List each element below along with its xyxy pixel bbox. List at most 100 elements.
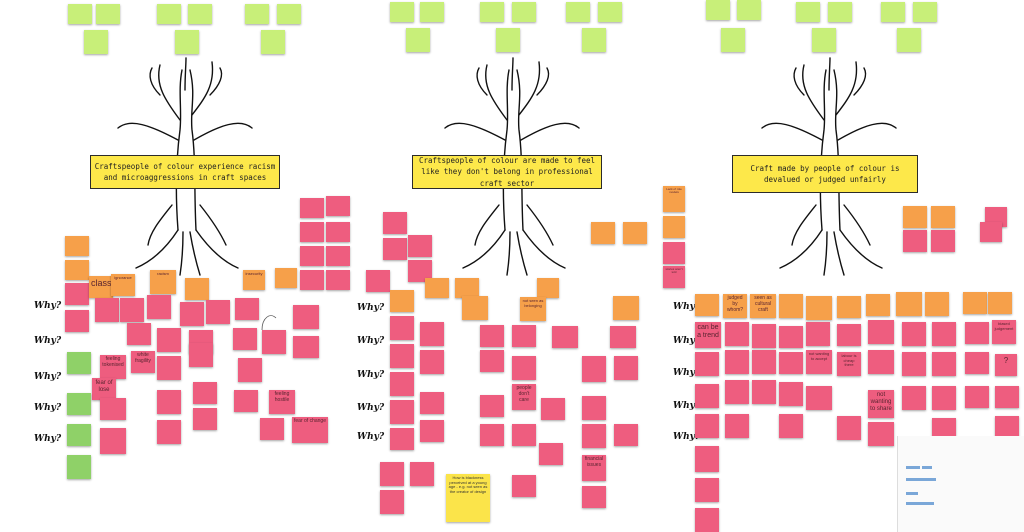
- sticky-note[interactable]: [582, 486, 606, 508]
- sticky-note[interactable]: [383, 238, 407, 260]
- sticky-note[interactable]: [695, 294, 719, 316]
- sticky-note[interactable]: [779, 382, 803, 406]
- sticky-note[interactable]: [157, 420, 181, 444]
- sticky-note[interactable]: [300, 246, 324, 266]
- sticky-note[interactable]: [480, 2, 504, 22]
- sticky-note[interactable]: [425, 278, 449, 298]
- sticky-note[interactable]: [995, 386, 1019, 408]
- sticky-note[interactable]: [127, 323, 151, 345]
- sticky-note[interactable]: [695, 478, 719, 502]
- sticky-note-not-belonging[interactable]: not seen as belonging: [520, 297, 546, 321]
- sticky-note[interactable]: [541, 398, 565, 420]
- comment-panel[interactable]: [897, 436, 1024, 532]
- sticky-note[interactable]: [180, 302, 204, 326]
- sticky-note[interactable]: [582, 28, 606, 52]
- sticky-note[interactable]: [903, 206, 927, 228]
- sticky-note[interactable]: [752, 380, 776, 404]
- sticky-note[interactable]: [67, 455, 91, 479]
- sticky-note[interactable]: [455, 278, 479, 298]
- sticky-note[interactable]: [512, 325, 536, 347]
- sticky-note[interactable]: [512, 424, 536, 446]
- sticky-note[interactable]: [903, 230, 927, 252]
- sticky-note[interactable]: [896, 292, 922, 316]
- sticky-note[interactable]: [695, 384, 719, 408]
- sticky-note[interactable]: [390, 290, 414, 312]
- sticky-note[interactable]: [932, 352, 956, 376]
- sticky-note[interactable]: [157, 328, 181, 352]
- sticky-note-labour-cheap[interactable]: labour is cheap there: [837, 352, 861, 376]
- sticky-note-insecurity[interactable]: insecurity: [243, 270, 265, 290]
- sticky-note[interactable]: [420, 322, 444, 346]
- sticky-note-ignorance[interactable]: ignorance: [111, 274, 135, 296]
- sticky-note[interactable]: [837, 416, 861, 440]
- sticky-note[interactable]: [931, 230, 955, 252]
- sticky-note[interactable]: [462, 296, 488, 320]
- sticky-note[interactable]: [366, 270, 390, 292]
- sticky-note[interactable]: [408, 260, 432, 282]
- sticky-note[interactable]: [390, 316, 414, 340]
- sticky-note[interactable]: [157, 4, 181, 24]
- sticky-note[interactable]: [234, 390, 258, 412]
- sticky-note[interactable]: [695, 508, 719, 532]
- sticky-note[interactable]: [965, 386, 989, 408]
- sticky-note-blackness-question[interactable]: How is blackness perceived at a young ag…: [446, 474, 490, 522]
- sticky-note[interactable]: [65, 283, 89, 305]
- sticky-note[interactable]: [84, 30, 108, 54]
- sticky-note[interactable]: [390, 400, 414, 424]
- sticky-note[interactable]: [120, 298, 144, 322]
- sticky-note[interactable]: [157, 356, 181, 380]
- sticky-note-class[interactable]: class: [89, 276, 113, 298]
- sticky-note[interactable]: [806, 386, 832, 410]
- sticky-note[interactable]: [100, 428, 126, 454]
- sticky-note[interactable]: [932, 386, 956, 410]
- sticky-note[interactable]: [380, 462, 404, 486]
- sticky-note[interactable]: [260, 418, 284, 440]
- sticky-note-not-accept[interactable]: not wanting to accept: [806, 350, 832, 374]
- sticky-note[interactable]: [480, 325, 504, 347]
- sticky-note[interactable]: [175, 30, 199, 54]
- sticky-note[interactable]: [185, 278, 209, 300]
- sticky-note[interactable]: [480, 350, 504, 372]
- sticky-note[interactable]: [796, 2, 820, 22]
- sticky-note[interactable]: [537, 278, 559, 298]
- sticky-note[interactable]: [65, 310, 89, 332]
- sticky-note[interactable]: [779, 414, 803, 438]
- sticky-note-feeling-hostile[interactable]: feeling hostile: [269, 390, 295, 414]
- sticky-note[interactable]: [293, 305, 319, 329]
- sticky-note[interactable]: [582, 424, 606, 448]
- sticky-note[interactable]: [193, 382, 217, 404]
- sticky-note[interactable]: [725, 322, 749, 346]
- sticky-note[interactable]: [65, 260, 89, 280]
- sticky-note[interactable]: [147, 295, 171, 319]
- sticky-note[interactable]: [779, 294, 803, 318]
- sticky-note[interactable]: [383, 212, 407, 234]
- sticky-note[interactable]: [206, 300, 230, 324]
- sticky-note[interactable]: [965, 322, 989, 344]
- sticky-note[interactable]: [157, 390, 181, 414]
- sticky-note[interactable]: [706, 0, 730, 20]
- sticky-note[interactable]: [837, 324, 861, 346]
- sticky-note[interactable]: [881, 2, 905, 22]
- sticky-note[interactable]: [275, 268, 297, 288]
- sticky-note[interactable]: [721, 28, 745, 52]
- sticky-note[interactable]: [897, 28, 921, 52]
- sticky-note[interactable]: [737, 0, 761, 20]
- sticky-note-cultural-craft[interactable]: seen as cultural craft: [750, 294, 776, 318]
- sticky-note[interactable]: [95, 298, 119, 322]
- sticky-note[interactable]: [598, 2, 622, 22]
- sticky-note[interactable]: [868, 350, 894, 374]
- sticky-note[interactable]: [420, 2, 444, 22]
- sticky-note[interactable]: [614, 356, 638, 380]
- sticky-note[interactable]: [932, 418, 956, 440]
- sticky-note[interactable]: [480, 424, 504, 446]
- sticky-note[interactable]: [408, 235, 432, 257]
- sticky-note[interactable]: [233, 328, 257, 350]
- sticky-note[interactable]: [812, 28, 836, 52]
- sticky-note[interactable]: [582, 396, 606, 420]
- sticky-note[interactable]: [725, 380, 749, 404]
- sticky-note[interactable]: [326, 246, 350, 266]
- sticky-note[interactable]: [695, 352, 719, 376]
- sticky-note[interactable]: [277, 4, 301, 24]
- sticky-note-white-fragility[interactable]: white fragility: [131, 351, 155, 373]
